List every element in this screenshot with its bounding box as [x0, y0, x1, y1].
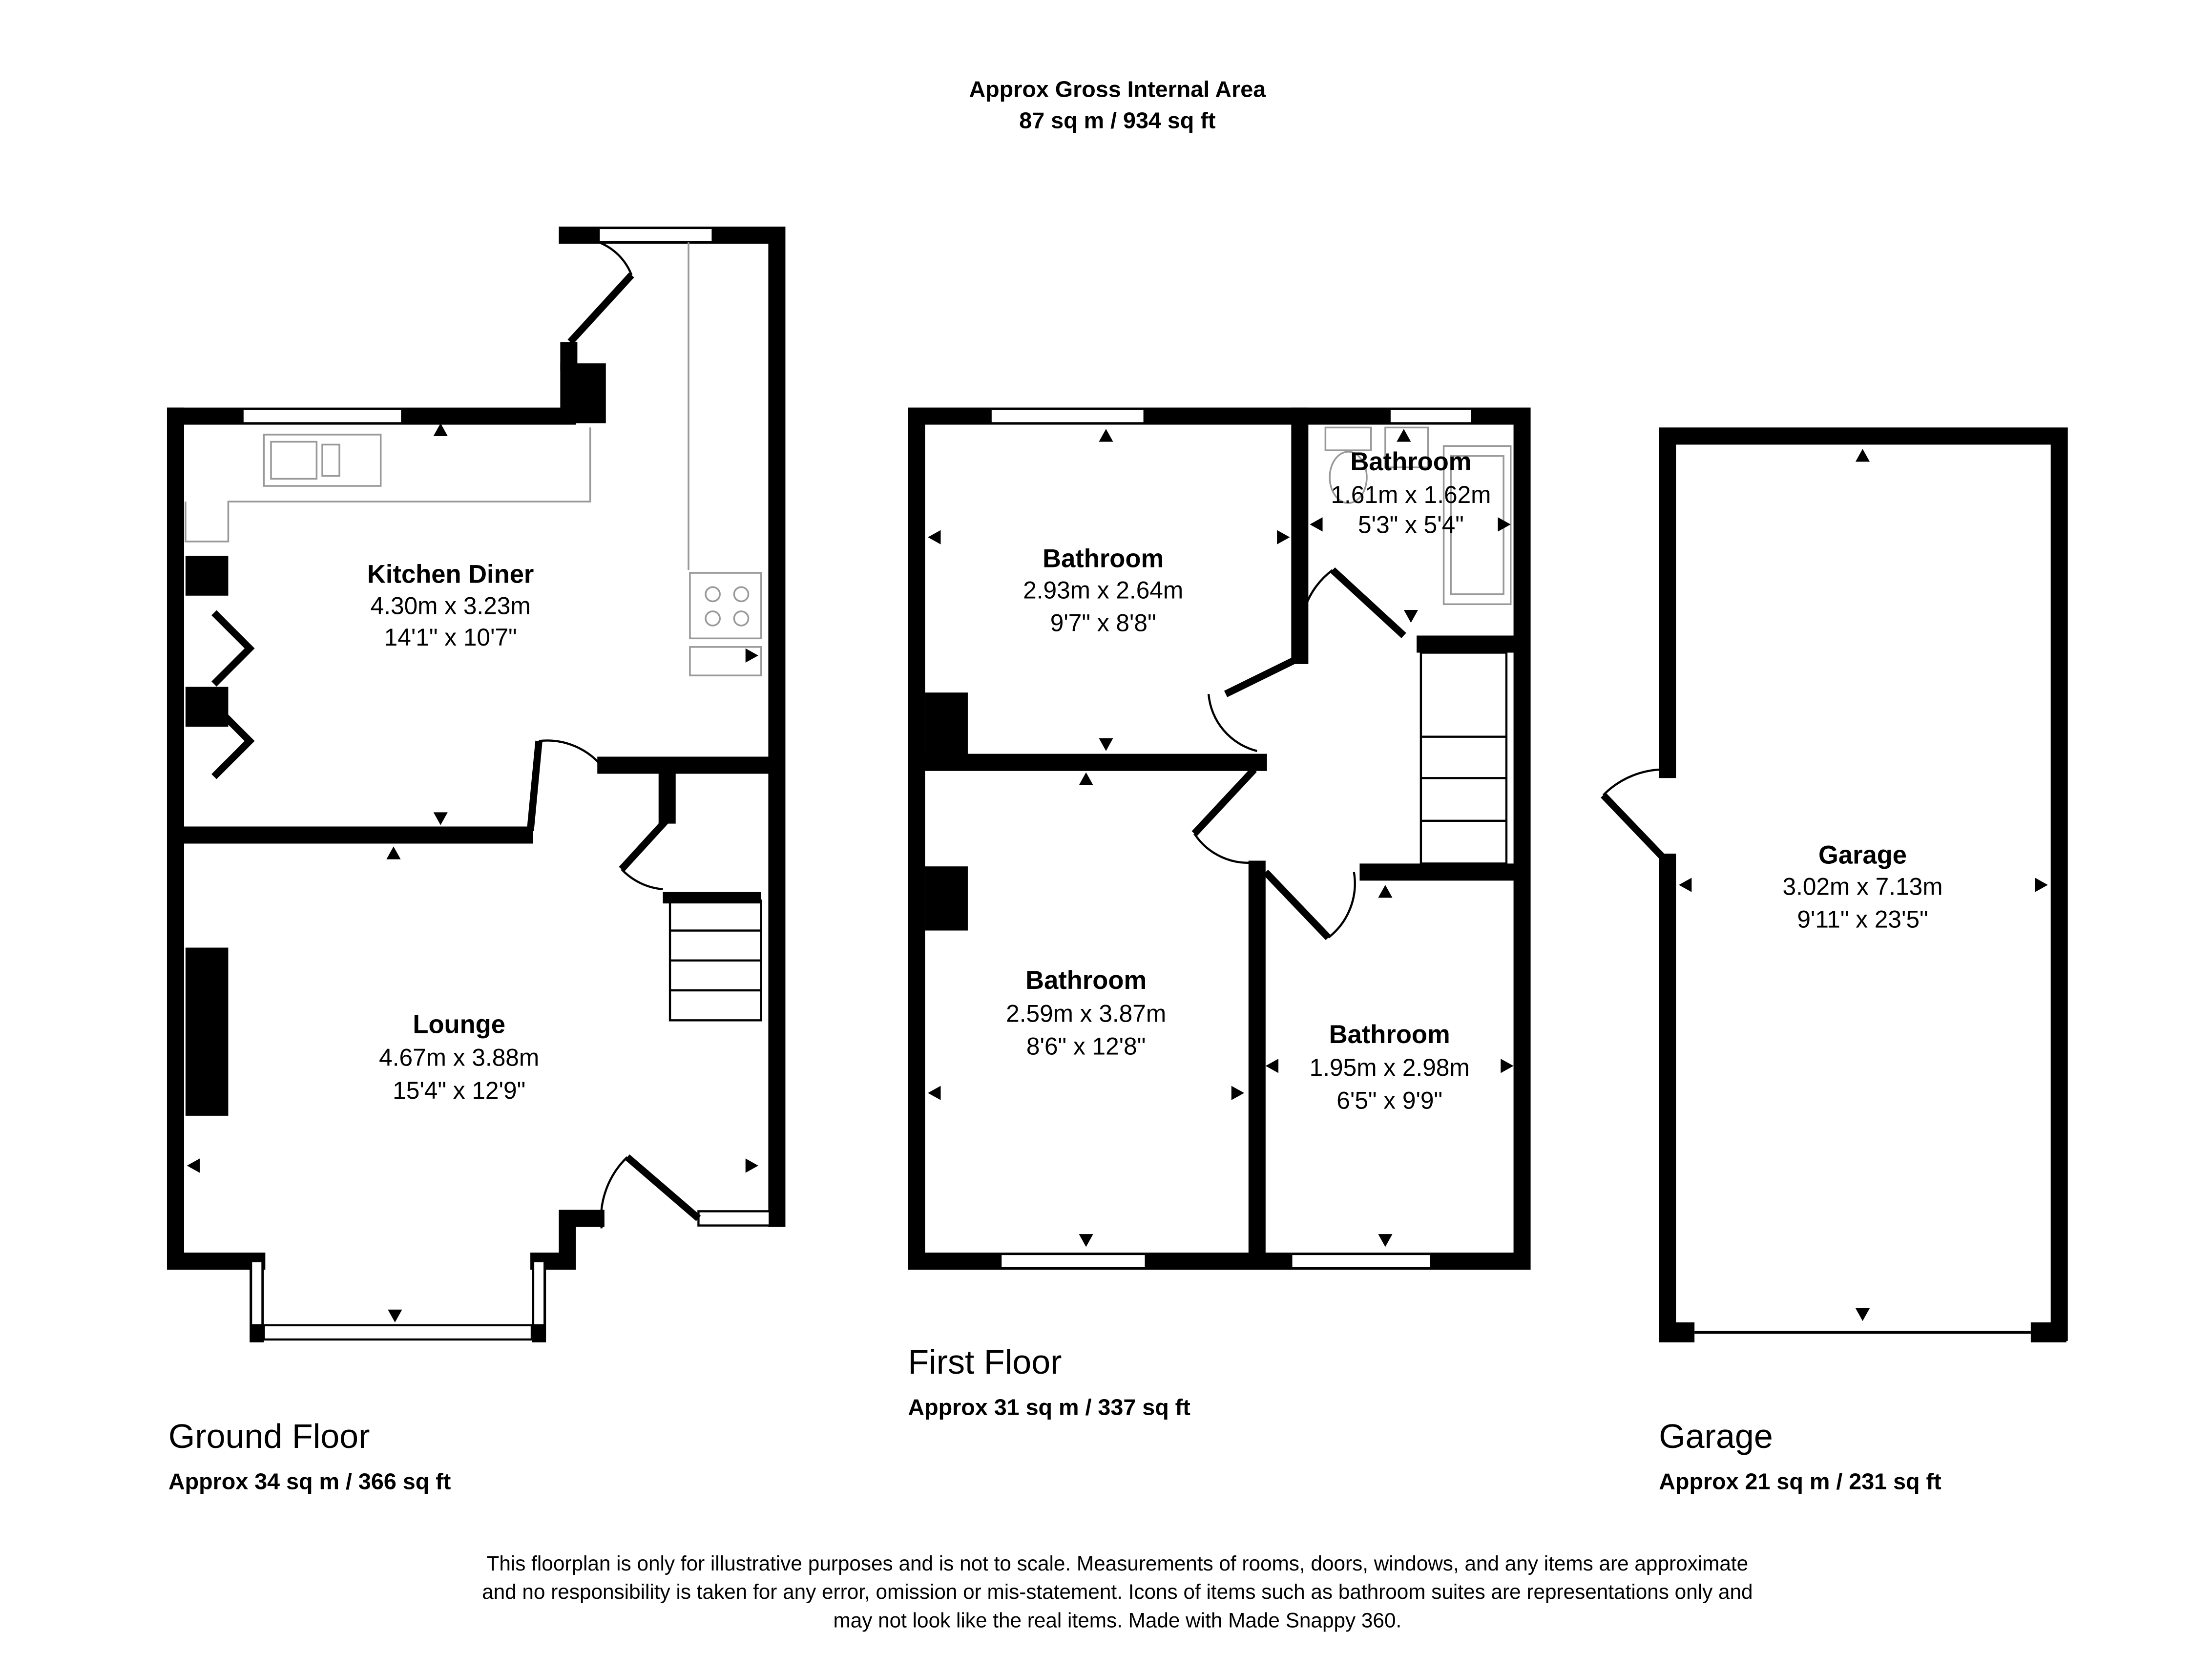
room-name-bathroom-1: Bathroom	[1043, 544, 1164, 573]
garage-area: Approx 21 sq m / 231 sq ft	[1659, 1468, 1941, 1494]
room-name-garage: Garage	[1818, 840, 1907, 869]
room-metric-bathroom-4: 1.95m x 2.98m	[1310, 1054, 1470, 1081]
room-name-lounge: Lounge	[413, 1010, 505, 1039]
garage-plan	[1601, 427, 2068, 1342]
ground-floor-area: Approx 34 sq m / 366 sq ft	[168, 1468, 451, 1494]
room-metric-bathroom-2: 1.61m x 1.62m	[1331, 481, 1491, 508]
room-metric-kitchen-diner: 4.30m x 3.23m	[371, 592, 531, 620]
room-name-bathroom-3: Bathroom	[1025, 966, 1147, 995]
ground-floor-title: Ground Floor	[168, 1417, 370, 1455]
disclaimer-line-1: This floorplan is only for illustrative …	[487, 1552, 1749, 1575]
gross-area-title: Approx Gross Internal Area	[969, 76, 1266, 102]
room-imperial-bathroom-1: 9'7" x 8'8"	[1050, 609, 1156, 637]
room-name-bathroom-4: Bathroom	[1329, 1020, 1450, 1049]
room-name-kitchen-diner: Kitchen Diner	[367, 560, 534, 589]
room-imperial-lounge: 15'4" x 12'9"	[393, 1077, 525, 1104]
room-imperial-garage: 9'11" x 23'5"	[1797, 906, 1928, 933]
disclaimer-line-3: may not look like the real items. Made w…	[833, 1609, 1401, 1632]
room-name-bathroom-2: Bathroom	[1350, 447, 1471, 476]
garage-title: Garage	[1659, 1417, 1773, 1455]
room-imperial-kitchen-diner: 14'1" x 10'7"	[384, 624, 517, 651]
room-metric-garage: 3.02m x 7.13m	[1782, 873, 1942, 900]
first-floor-title: First Floor	[908, 1343, 1062, 1381]
disclaimer-line-2: and no responsibility is taken for any e…	[482, 1580, 1753, 1603]
room-imperial-bathroom-2: 5'3" x 5'4"	[1358, 511, 1464, 538]
first-floor-area: Approx 31 sq m / 337 sq ft	[908, 1395, 1190, 1420]
gross-area-value: 87 sq m / 934 sq ft	[1019, 108, 1215, 133]
first-floor-plan	[908, 407, 1531, 1270]
ground-floor-plan	[167, 226, 786, 1342]
room-imperial-bathroom-4: 6'5" x 9'9"	[1336, 1087, 1442, 1114]
room-metric-lounge: 4.67m x 3.88m	[379, 1044, 539, 1071]
room-imperial-bathroom-3: 8'6" x 12'8"	[1026, 1032, 1146, 1060]
room-metric-bathroom-3: 2.59m x 3.87m	[1006, 1000, 1166, 1027]
room-metric-bathroom-1: 2.93m x 2.64m	[1023, 577, 1183, 604]
